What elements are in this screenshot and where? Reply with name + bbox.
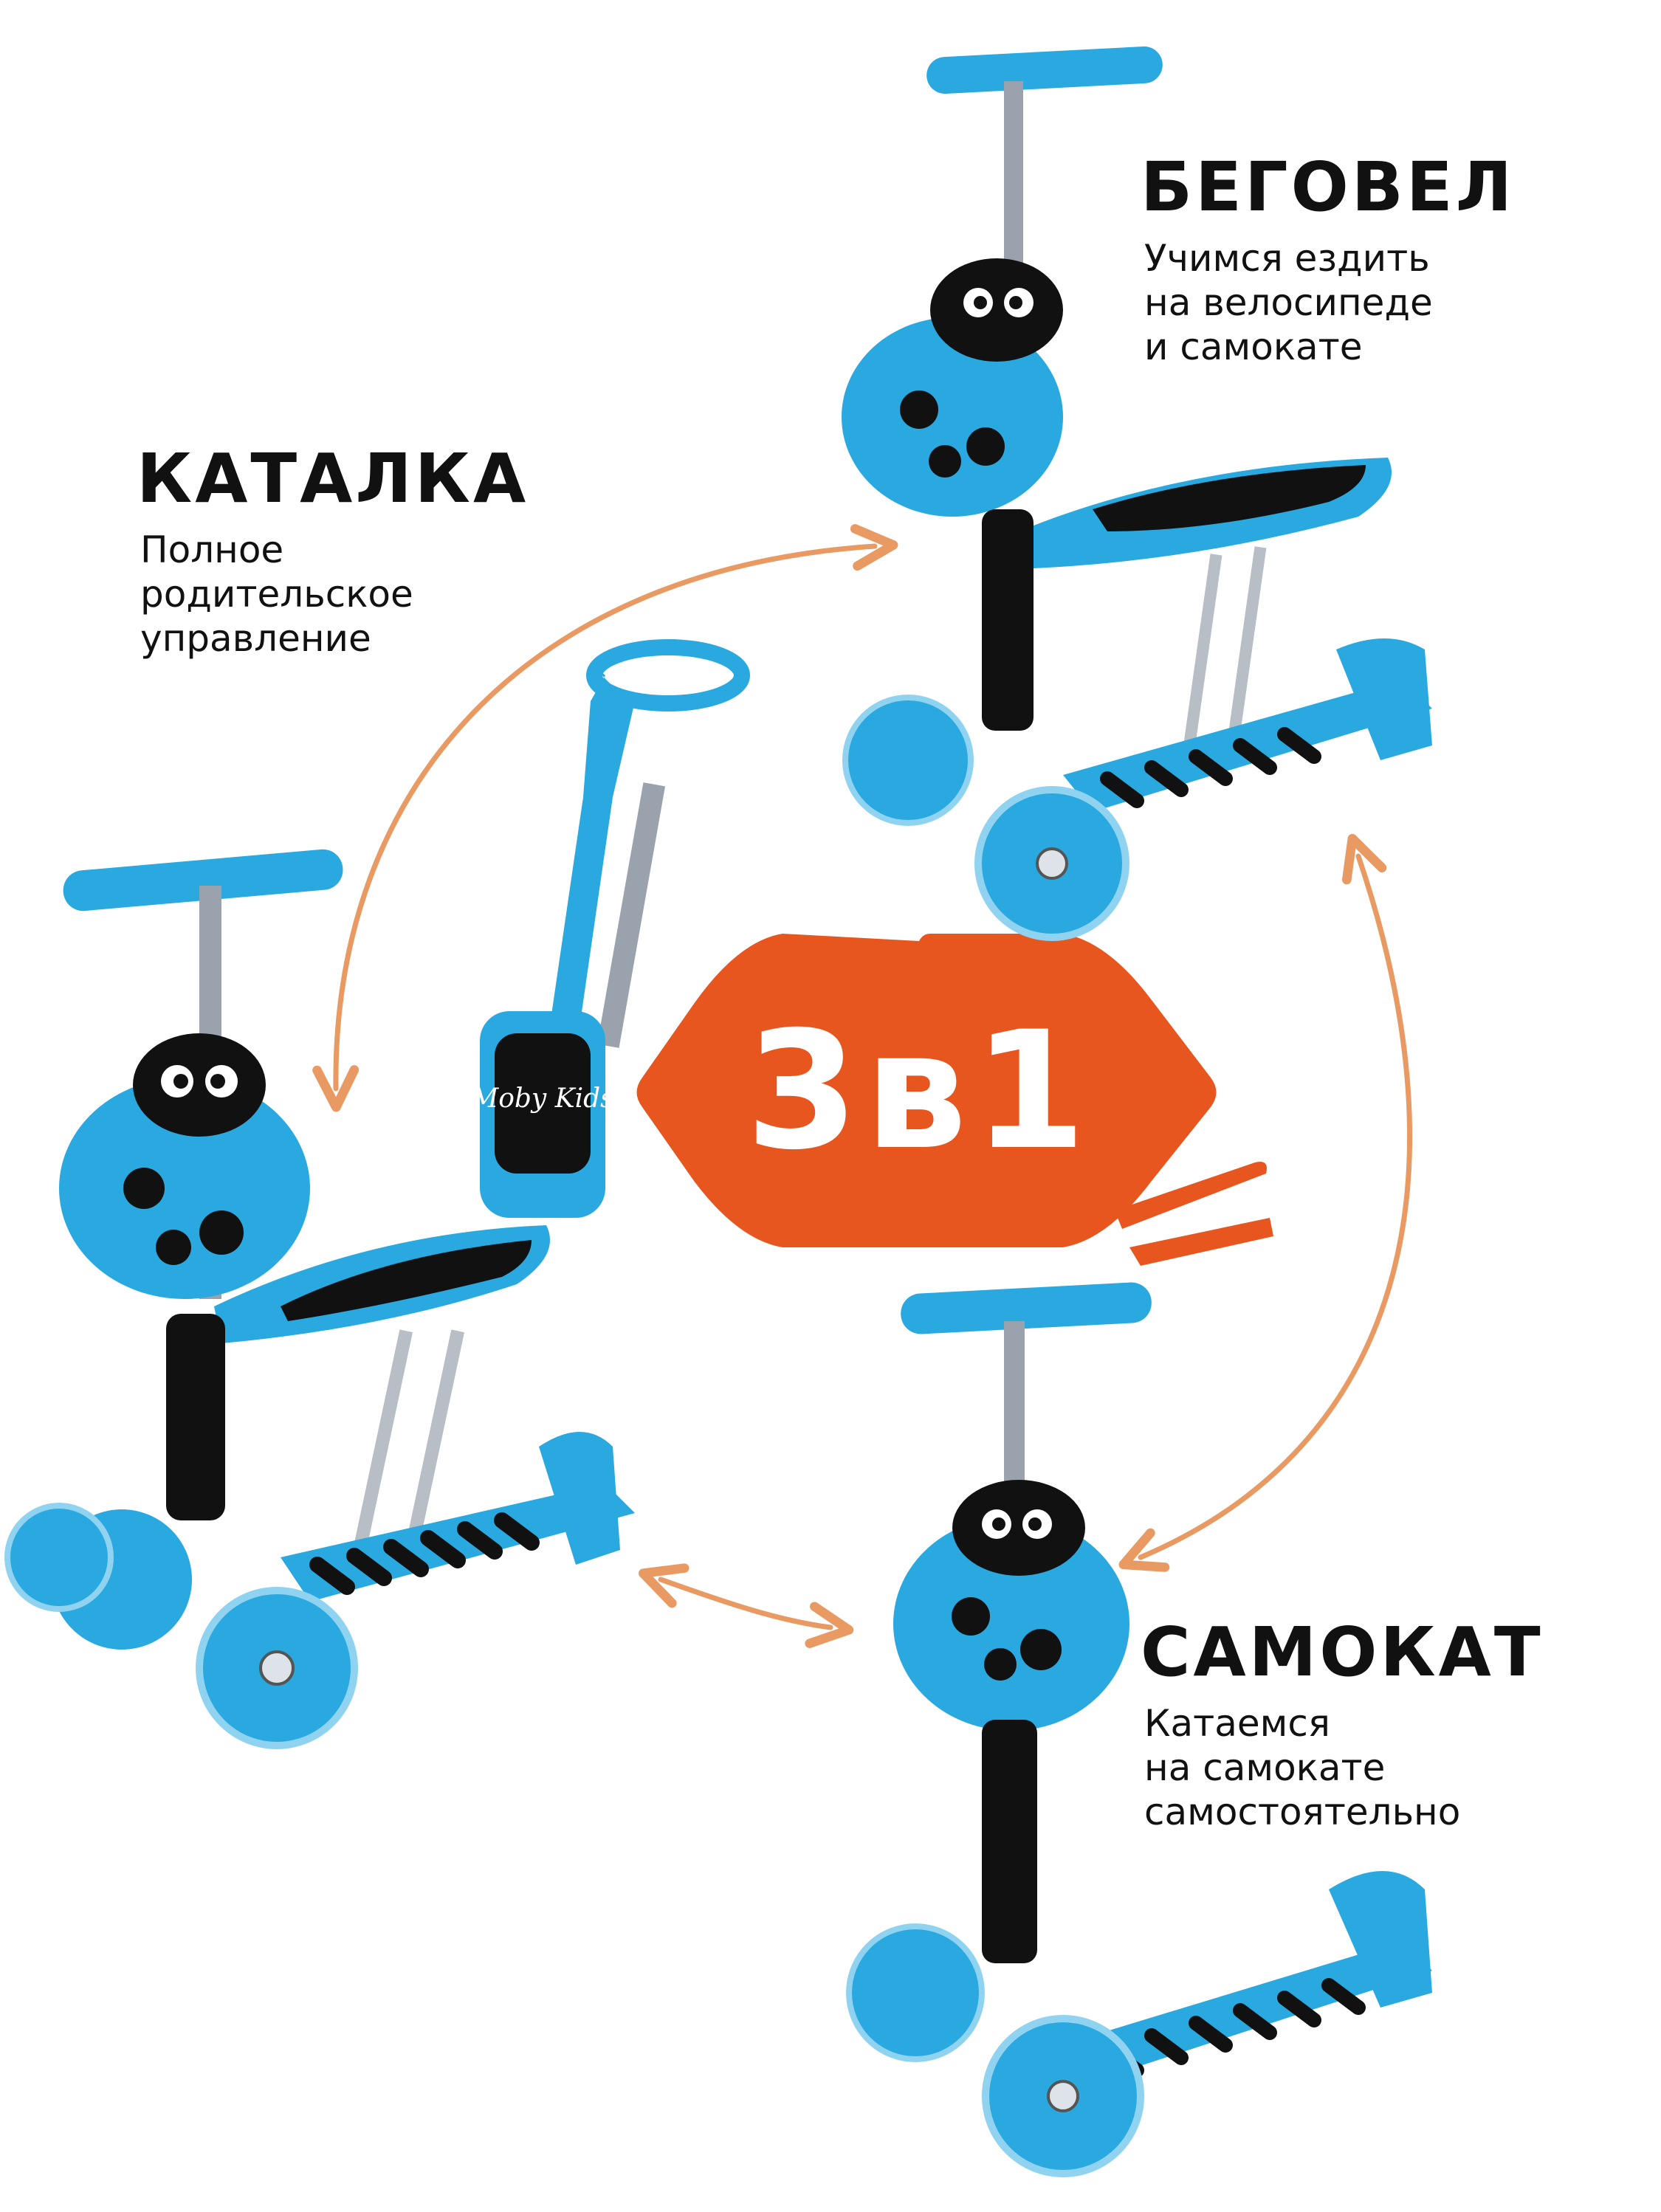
- desc-line: Учимся ездить: [1144, 237, 1430, 280]
- scooter-begovel-image: [842, 46, 1432, 941]
- scooter-katalka-image: Moby Kids: [4, 639, 750, 1749]
- double-arrow-icon: [312, 524, 1413, 1648]
- three-in-one-badge: [636, 934, 1273, 1266]
- mode-title-begovel: БЕГОВЕЛ: [1141, 148, 1516, 227]
- mode-desc-samokat: Катаемся на самокате самостоятельно: [1144, 1701, 1460, 1834]
- mode-desc-begovel: Учимся ездить на велосипеде и самокате: [1144, 236, 1433, 369]
- desc-line: на самокате: [1144, 1746, 1386, 1789]
- mode-desc-katalka: Полное родительское управление: [140, 528, 413, 661]
- desc-line: и самокате: [1144, 325, 1363, 368]
- desc-line: Катаемся: [1144, 1702, 1330, 1745]
- desc-line: управление: [140, 617, 371, 660]
- arrow-katalka-samokat: [638, 1563, 854, 1648]
- arrow-begovel-samokat: [1118, 833, 1413, 1572]
- desc-line: родительское: [140, 573, 413, 616]
- mode-title-katalka: КАТАЛКА: [137, 439, 529, 518]
- desc-line: Полное: [140, 528, 284, 571]
- desc-line: самостоятельно: [1144, 1791, 1461, 1833]
- desc-line: на велосипеде: [1144, 281, 1433, 324]
- scooter-samokat-image: [846, 1282, 1432, 2177]
- mode-title-samokat: САМОКАТ: [1141, 1613, 1544, 1692]
- arrow-katalka-begovel: [312, 524, 898, 1112]
- svg-text:Moby Kids: Moby Kids: [470, 1083, 613, 1114]
- badge-text: 3в1: [746, 996, 1093, 1185]
